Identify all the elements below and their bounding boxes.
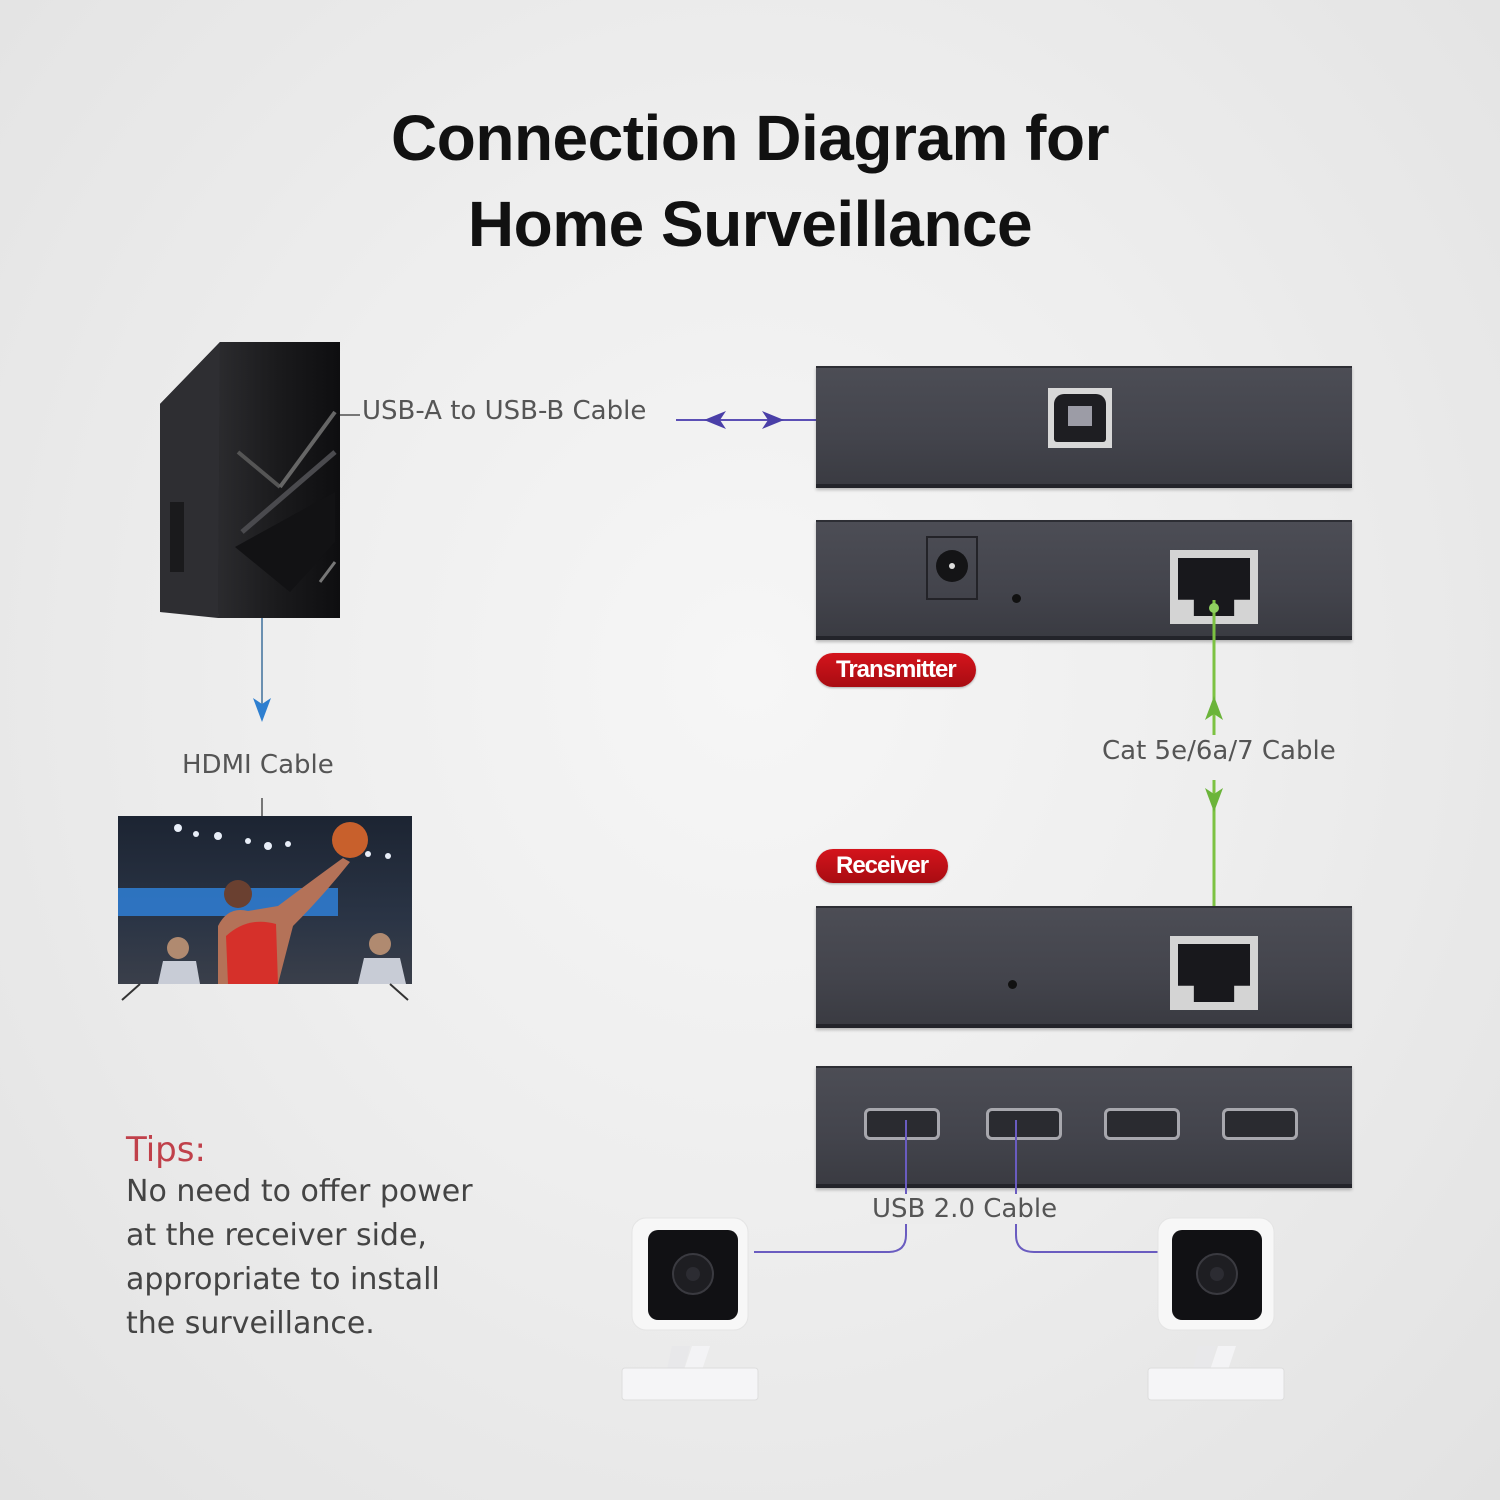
pc-label-leader: [340, 414, 360, 416]
television-icon: [118, 816, 412, 984]
pinhole-icon: [1008, 980, 1017, 989]
receiver-badge: Receiver: [816, 849, 949, 883]
reset-pinhole-icon: [1012, 594, 1021, 603]
hdmi-cable-label: HDMI Cable: [182, 750, 334, 780]
usb2-cable-lines: [740, 1110, 1180, 1264]
tips-line: the surveillance.: [126, 1306, 375, 1341]
tips-body: No need to offer power at the receiver s…: [126, 1170, 546, 1346]
usb-a-port-3-icon: [1104, 1108, 1180, 1140]
ethernet-port-icon: [1170, 936, 1258, 1010]
security-camera-icon: [1146, 1216, 1286, 1401]
tips-section: Tips: No need to offer power at the rece…: [126, 1130, 546, 1346]
tips-line: appropriate to install: [126, 1262, 440, 1297]
tips-line: No need to offer power: [126, 1174, 473, 1209]
hdmi-cable-line: [248, 618, 278, 822]
tv-stand: [118, 982, 418, 1008]
cat-cable-label: Cat 5e/6a/7 Cable: [1102, 736, 1336, 766]
security-camera-icon: [620, 1216, 760, 1401]
title-line-2: Home Surveillance: [467, 188, 1033, 260]
title-line-1: Connection Diagram for: [391, 102, 1109, 174]
usb-b-port-icon: [1048, 388, 1112, 448]
pc-tower-icon: [160, 342, 340, 618]
usb-a-port-2-icon: [986, 1108, 1062, 1140]
transmitter-network-side: [816, 520, 1352, 640]
tips-line: at the receiver side,: [126, 1218, 427, 1253]
page-title: Connection Diagram for Home Surveillance: [0, 95, 1500, 267]
transmitter-badge: Transmitter: [816, 653, 976, 687]
dc-power-jack-icon: [926, 536, 978, 600]
usb-ab-cable-label: USB-A to USB-B Cable: [362, 396, 647, 426]
receiver-network-side: [816, 906, 1352, 1028]
usb-a-port-4-icon: [1222, 1108, 1298, 1140]
tips-heading: Tips:: [126, 1130, 206, 1170]
usb2-cable-label: USB 2.0 Cable: [870, 1194, 1060, 1224]
transmitter-usb-side: [816, 366, 1352, 488]
usb-a-port-1-icon: [864, 1108, 940, 1140]
